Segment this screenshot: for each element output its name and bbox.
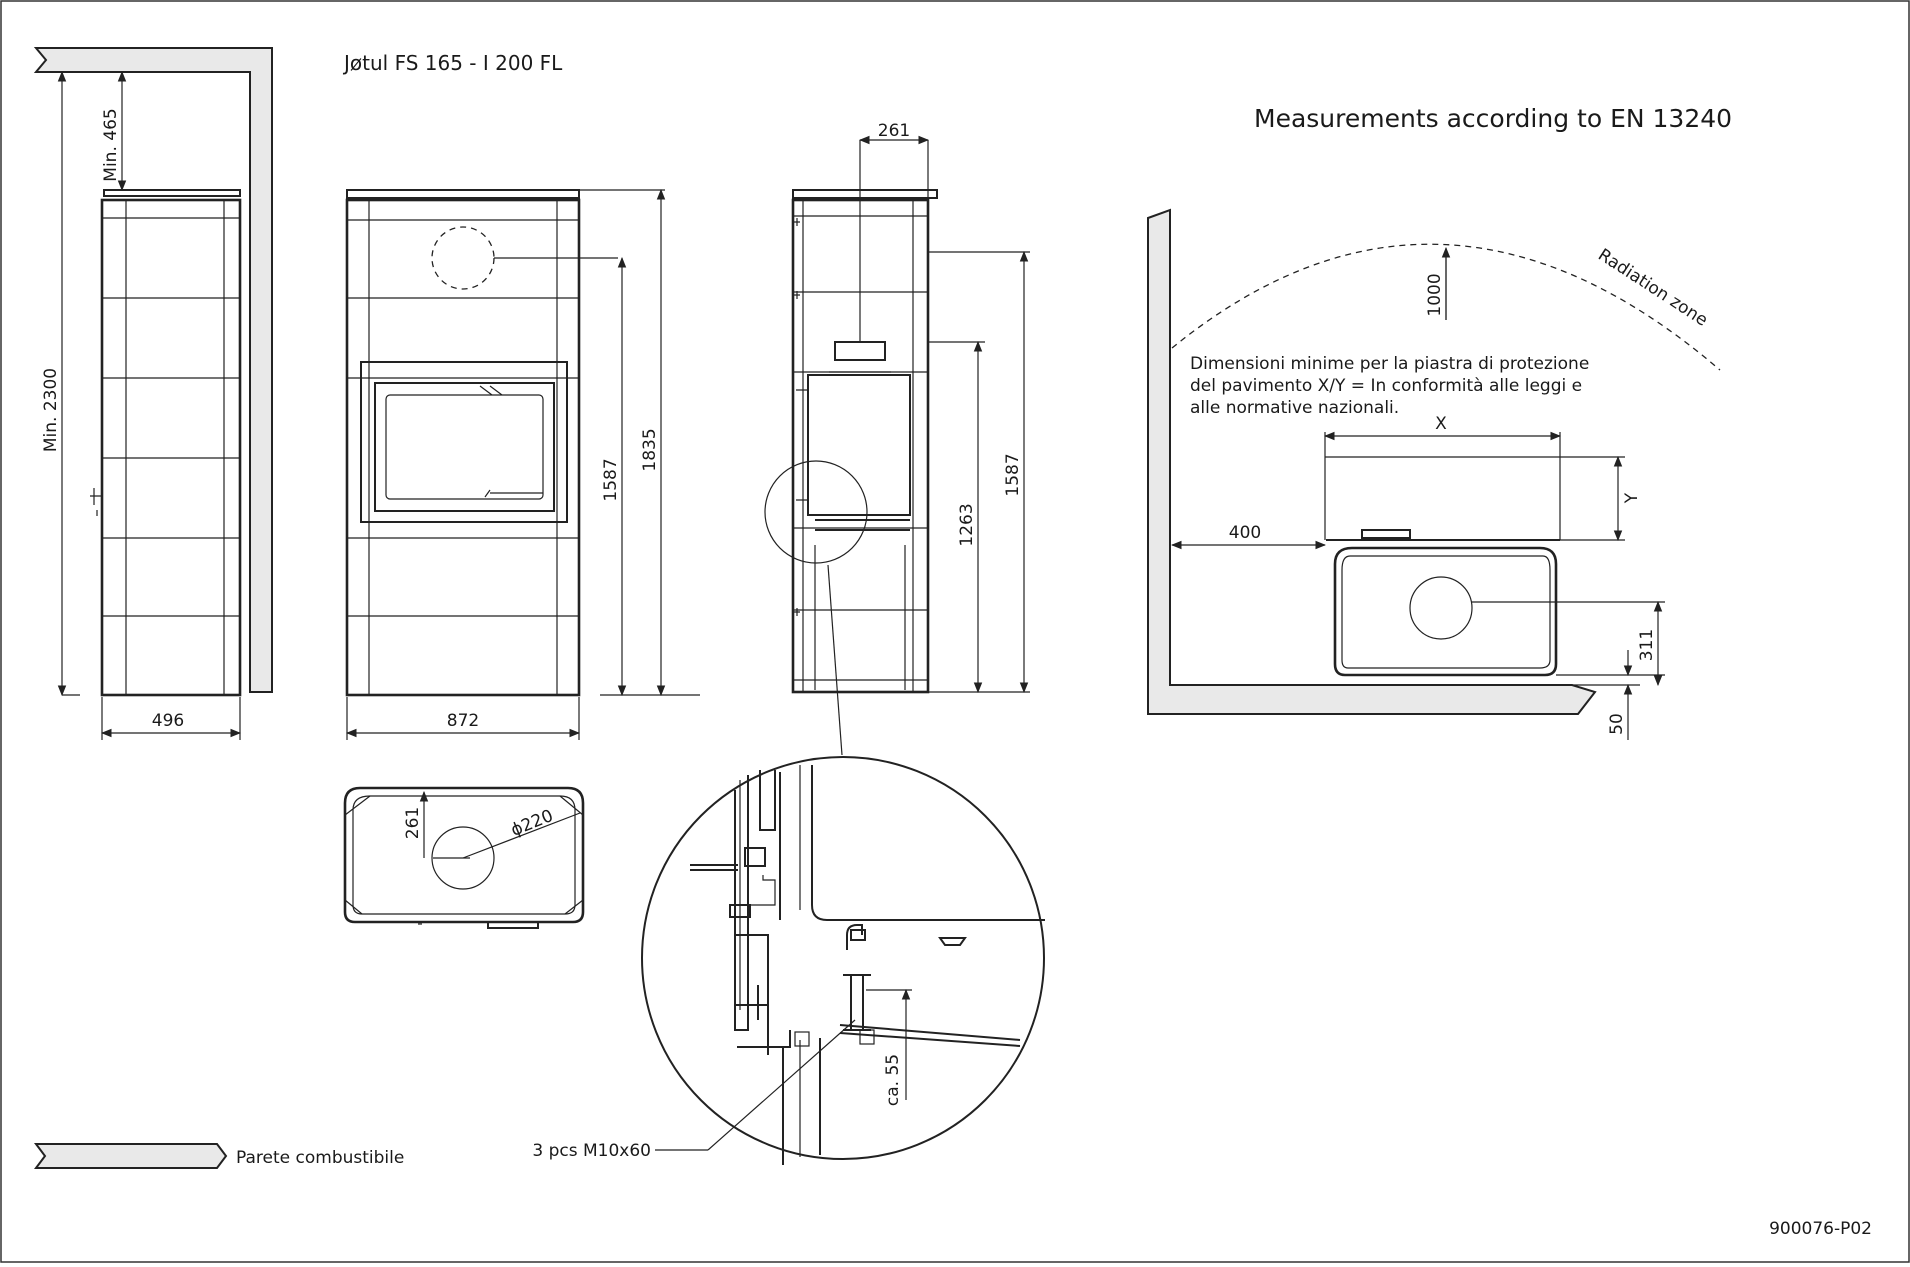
front-body: [345, 198, 581, 697]
clearance-flue-circle: [1409, 576, 1473, 640]
dim-ca-55: ca. 55: [883, 1054, 903, 1106]
legend: [34, 1143, 228, 1169]
door-frame: [360, 361, 568, 523]
detail-circle: [641, 756, 1045, 1160]
clearance-stove: [1333, 546, 1558, 677]
dim-phi220: ϕ220: [508, 806, 556, 841]
clearance-wall-floor: [1147, 208, 1597, 715]
measurements-title: Measurements according to EN 13240: [1254, 104, 1732, 133]
dim-1835: 1835: [640, 428, 660, 471]
combustible-wall: [33, 47, 273, 693]
note-line-3: alle normative nazionali.: [1190, 398, 1399, 418]
plan-view: [343, 786, 585, 929]
dim-x: X: [1435, 414, 1447, 434]
dim-1000: 1000: [1425, 273, 1445, 316]
plan-outline: [343, 786, 585, 924]
front-top-plate: [346, 189, 580, 199]
clearance-diagram: [1147, 208, 1721, 740]
front-view: [345, 188, 700, 740]
side-view-with-wall: [33, 47, 273, 740]
detail-view: [641, 756, 1045, 1165]
door-glass: [385, 394, 544, 500]
side-section-view: [764, 135, 1030, 756]
note-line-1: Dimensioni minime per la piastra di prot…: [1190, 354, 1589, 374]
note-line-2: del pavimento X/Y = In conformità alle l…: [1190, 376, 1582, 396]
dim-261-top: 261: [878, 121, 910, 141]
dim-1587-front: 1587: [601, 458, 621, 501]
legend-label: Parete combustibile: [236, 1148, 404, 1168]
dim-1587-side: 1587: [1003, 453, 1023, 496]
dim-400: 400: [1229, 523, 1261, 543]
legend-wall-symbol: [34, 1143, 228, 1169]
dim-872: 872: [447, 711, 479, 731]
flue-collar: [834, 341, 886, 361]
side-body: [100, 198, 242, 697]
dim-261-plan: 261: [403, 807, 423, 839]
section-top-plate: [792, 189, 938, 199]
radiation-zone-label: Radiation zone: [1594, 245, 1711, 331]
dim-496: 496: [152, 711, 184, 731]
flue-outlet-circle: [431, 226, 495, 290]
plan-flue-circle: [431, 826, 495, 890]
detail-door-edge: [734, 775, 749, 1031]
firebox: [807, 374, 911, 516]
radiation-zone-arc: [1171, 243, 1721, 371]
bolt-label: 3 pcs M10x60: [532, 1141, 651, 1161]
side-top-plate: [103, 189, 241, 197]
dim-y: Y: [1622, 492, 1642, 504]
dim-min-465: Min. 465: [101, 108, 121, 181]
door-panel: [374, 382, 555, 512]
drawing-number: 900076-P02: [1769, 1219, 1872, 1239]
drawing-title: Jøtul FS 165 - I 200 FL: [342, 51, 563, 75]
dim-1263: 1263: [957, 503, 977, 546]
dim-min-2300: Min. 2300: [41, 368, 61, 452]
dim-50: 50: [1607, 713, 1627, 735]
detail-callout-circle: [764, 460, 868, 564]
dim-311: 311: [1637, 629, 1657, 661]
